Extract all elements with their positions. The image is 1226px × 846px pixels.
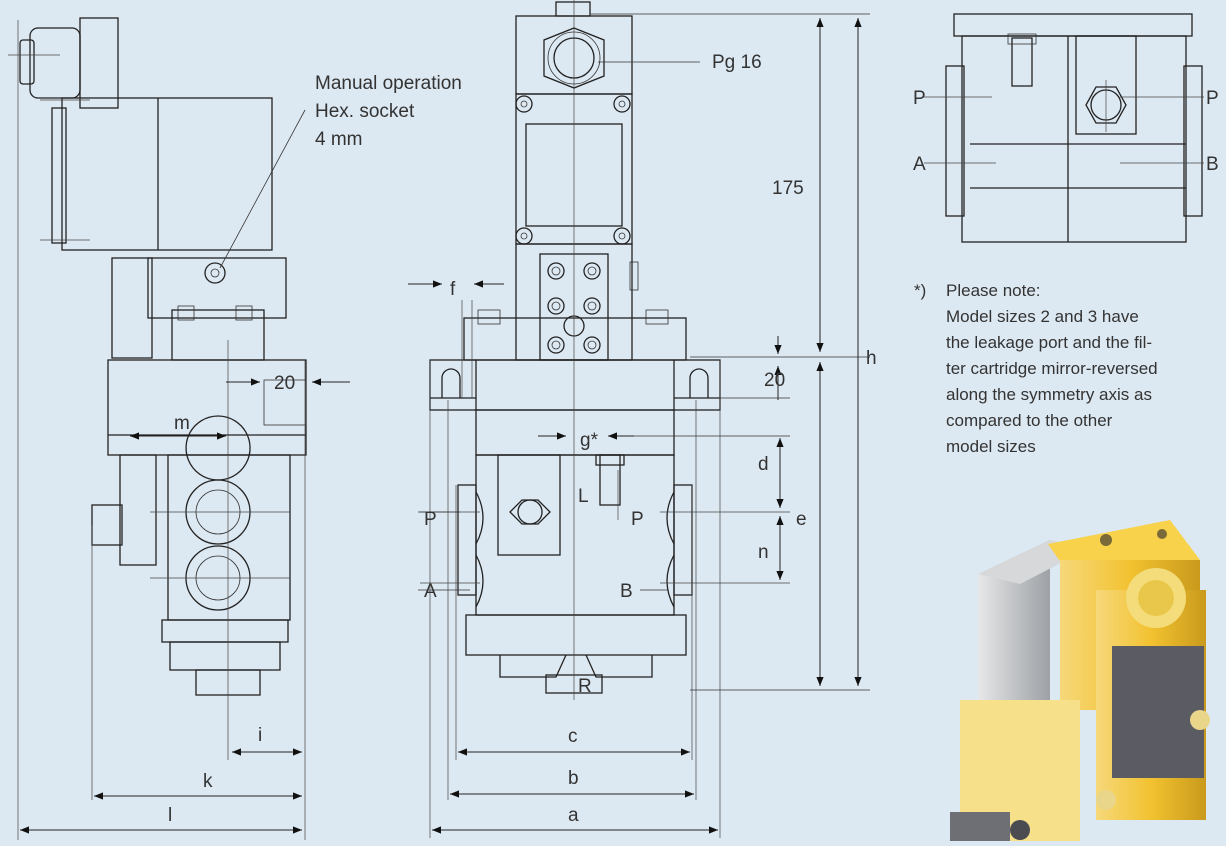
port-A-top: A [913, 154, 926, 175]
note-line-5: along the symmetry axis as [946, 385, 1152, 404]
side-view [8, 17, 307, 840]
note-line-7: model sizes [946, 437, 1036, 456]
note-line-4: ter cartridge mirror-reversed [946, 359, 1158, 378]
port-P-top-right: P [1206, 88, 1219, 109]
dim-20-side: 20 [274, 373, 295, 394]
note-line-3: the leakage port and the fil- [946, 333, 1152, 352]
dim-f: f [450, 279, 456, 300]
top-view [924, 13, 1204, 243]
dim-k: k [203, 771, 213, 792]
footnote: *) Please note: Model sizes 2 and 3 have… [914, 281, 1158, 456]
dim-l: l [168, 805, 172, 826]
dim-g: g* [580, 430, 599, 451]
port-A-front: A [424, 581, 437, 602]
port-P-left: P [424, 509, 437, 530]
dim-e: e [796, 509, 807, 530]
port-L: L [578, 486, 589, 507]
note-line-6: compared to the other [946, 411, 1113, 430]
manual-operation-label-3: 4 mm [315, 129, 363, 150]
port-B-front: B [620, 581, 633, 602]
port-P-right: P [631, 509, 644, 530]
manual-operation-label-2: Hex. socket [315, 101, 415, 122]
valve-render-image [950, 520, 1210, 841]
port-B-top: B [1206, 154, 1219, 175]
port-P-top-left: P [913, 88, 926, 109]
labels: Manual operation Hex. socket 4 mm Pg 16 … [168, 52, 1219, 826]
note-marker: *) [914, 281, 926, 300]
dim-175: 175 [772, 178, 804, 199]
dim-c: c [568, 726, 578, 747]
dim-b: b [568, 768, 579, 789]
dim-n: n [758, 542, 769, 563]
pg16-label: Pg 16 [712, 52, 762, 73]
dim-i: i [258, 725, 262, 746]
dim-20-front: 20 [764, 370, 785, 391]
dim-d: d [758, 454, 769, 475]
note-line-1: Please note: [946, 281, 1041, 300]
port-R: R [578, 676, 592, 697]
manual-operation-label-1: Manual operation [315, 73, 462, 94]
dim-m: m [174, 413, 190, 434]
side-dimensions [20, 378, 350, 834]
note-line-2: Model sizes 2 and 3 have [946, 307, 1139, 326]
dim-h: h [866, 348, 877, 369]
dim-a: a [568, 805, 579, 826]
front-view [420, 0, 790, 838]
front-dimensions [408, 13, 870, 834]
